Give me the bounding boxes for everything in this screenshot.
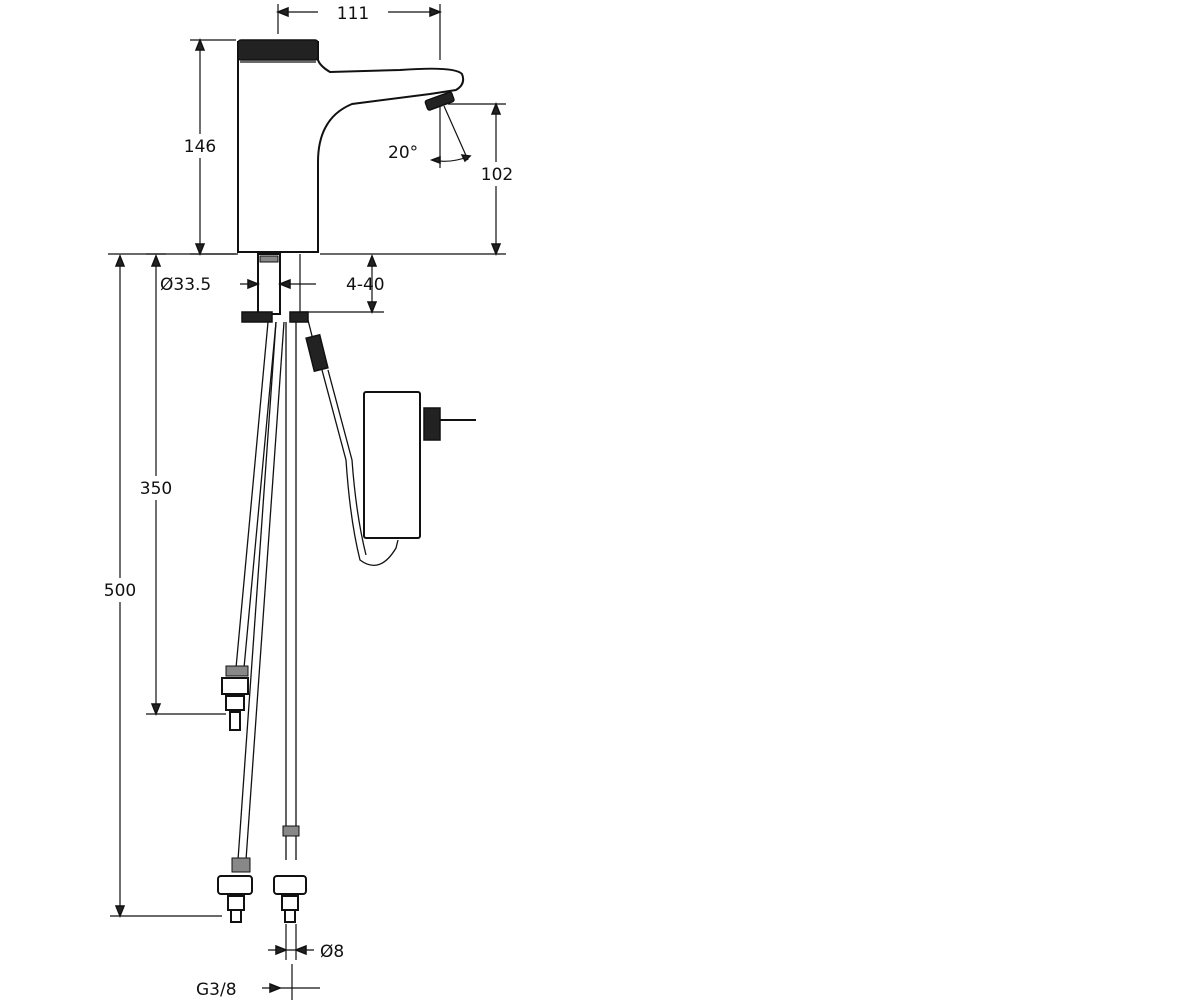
connection-thread-label: G3/8 [196,980,237,1000]
dimension-long-hose: 500 [98,253,222,919]
power-supply [305,319,476,566]
spray-angle-label: 20° [388,143,418,163]
shank-diameter-label: Ø33.5 [160,275,211,295]
dimension-deck-thickness: 4-40 [300,253,385,315]
top-width-label: 111 [337,4,369,24]
dimension-tube-diameter: Ø8 [268,924,344,962]
dimension-body-height: 146 [176,37,236,257]
dimension-short-hose: 350 [134,253,226,717]
spray-angle: 20° [388,105,472,168]
body-height-label: 146 [184,137,216,157]
dimension-shank-diameter: Ø33.5 [160,275,316,295]
short-hose-label: 350 [140,479,172,499]
tube-diameter-label: Ø8 [320,942,344,962]
deck-thickness-label: 4-40 [346,275,385,295]
dimension-spout-height: 102 [320,101,520,257]
supply-hoses [217,321,307,923]
dimension-top-width: 111 [275,2,443,60]
faucet-body [237,39,465,253]
long-hose-label: 500 [104,581,136,601]
dimension-connection-thread: G3/8 [196,964,320,1000]
spout-height-label: 102 [481,165,513,185]
